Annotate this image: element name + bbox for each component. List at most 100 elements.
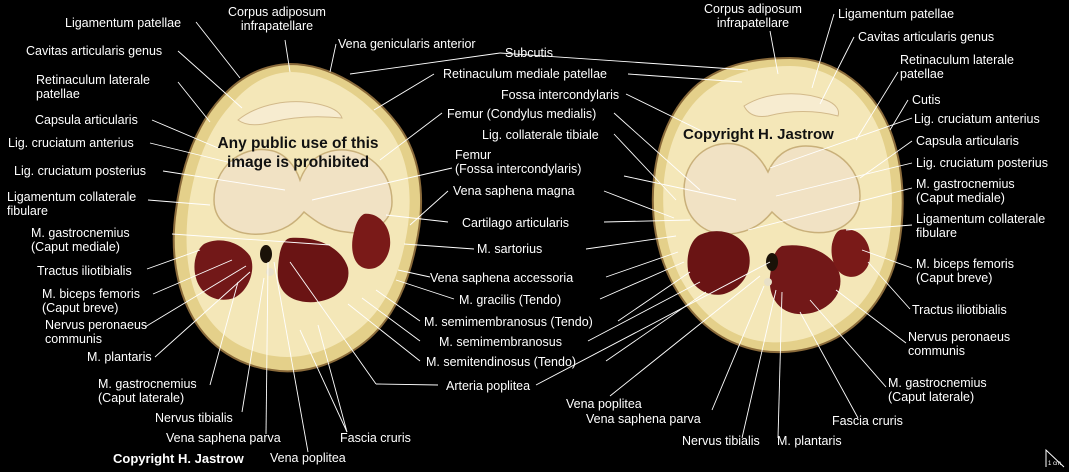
leader-line — [775, 162, 913, 197]
left-patella-groove — [237, 101, 343, 126]
leader-line — [171, 233, 331, 246]
leader-line — [329, 43, 337, 73]
leader-line — [375, 289, 421, 322]
leader-line — [769, 117, 913, 169]
label-lig-cruc-post-left: Lig. cruciatum posterius — [14, 164, 147, 178]
leader-line — [747, 187, 913, 231]
label-vena-poplitea-left: Vena poplitea — [270, 451, 346, 465]
leader-line — [289, 261, 377, 385]
leader-line — [177, 81, 211, 123]
leader-line — [861, 249, 913, 269]
leader-line — [299, 329, 348, 433]
leader-line — [375, 383, 439, 386]
label-lig-cruc-post-right: Lig. cruciatum posterius — [916, 156, 1049, 170]
leader-line — [379, 112, 443, 161]
right-nerve-tibialis — [764, 278, 772, 286]
leader-line — [284, 39, 291, 73]
label-fossa-intercondylaris: Fossa intercondylaris — [501, 88, 620, 102]
copyright-left: Copyright H. Jastrow — [113, 451, 244, 466]
label-plantaris-right: M. plantaris — [777, 434, 842, 448]
label-tractus-right: Tractus iliotibialis — [912, 303, 1007, 317]
left-muscle-medial — [277, 237, 349, 303]
leader-line — [741, 289, 777, 439]
leader-line — [835, 289, 907, 344]
left-femur-condyles — [213, 148, 393, 235]
label-gastro-med-right: M. gastrocnemius (Caput mediale) — [916, 177, 1015, 205]
label-vena-saph-acc: Vena saphena accessoria — [430, 271, 574, 285]
right-vessel-poplitea — [766, 253, 778, 271]
leader-line — [599, 261, 685, 300]
leader-line — [373, 73, 435, 111]
leader-line — [535, 261, 771, 386]
leader-line — [385, 214, 449, 223]
label-femur-fossa: Femur (Fossa intercondylaris) — [455, 148, 582, 176]
leader-line — [149, 142, 253, 169]
label-corpus-adiposum-left: Corpus adiposum infrapatellare — [228, 5, 326, 33]
label-retinaculum-mediale: Retinaculum mediale patellae — [443, 67, 607, 81]
leader-line — [154, 271, 251, 358]
right-knee-section — [651, 56, 904, 354]
leader-line — [499, 52, 749, 71]
label-nervus-peron-left: Nervus peronaeus communis — [45, 318, 148, 346]
leader-line — [195, 21, 241, 79]
leader-line — [613, 133, 677, 201]
leader-line — [144, 265, 247, 328]
right-patella-groove — [743, 93, 839, 117]
label-lig-coll-fib-left: Ligamentum collaterale fibulare — [7, 190, 137, 218]
label-semitend: M. semitendinosus (Tendo) — [426, 355, 577, 369]
leader-line — [819, 36, 855, 105]
leader-line — [603, 190, 675, 219]
leader-line — [777, 291, 783, 439]
label-cavitas-right: Cavitas articularis genus — [858, 30, 995, 44]
label-sartorius: M. sartorius — [477, 242, 543, 256]
label-biceps-right: M. biceps femoris (Caput breve) — [916, 257, 1014, 285]
leader-line — [627, 73, 743, 83]
leader-line — [361, 297, 421, 342]
label-lig-coll-fib-right: Ligamentum collaterale fibulare — [916, 212, 1046, 240]
label-vena-poplitea-right: Vena poplitea — [566, 397, 642, 411]
left-nerve-tibialis — [266, 268, 274, 276]
leader-line — [151, 119, 219, 149]
label-cavitas-left: Cavitas articularis genus — [26, 44, 163, 58]
leader-line — [605, 251, 679, 278]
label-plantaris-left: M. plantaris — [87, 350, 152, 364]
label-capsula-left: Capsula articularis — [35, 113, 138, 127]
leader-line — [397, 269, 431, 278]
label-cartilago: Cartilago articularis — [462, 216, 569, 230]
leader-line — [609, 275, 761, 397]
label-vena-saph-magna: Vena saphena magna — [453, 184, 575, 198]
label-lig-coll-tibiale: Lig. collaterale tibiale — [482, 128, 599, 142]
label-femur-condylus: Femur (Condylus medialis) — [447, 107, 597, 121]
leader-line — [311, 167, 453, 201]
label-nervus-tib-right: Nervus tibialis — [682, 434, 760, 448]
label-vena-saph-parva-left: Vena saphena parva — [166, 431, 281, 445]
copyright-right: Copyright H. Jastrow — [683, 126, 834, 143]
leader-line — [855, 71, 899, 141]
leader-line — [409, 190, 449, 226]
label-ligamentum-patellae-left: Ligamentum patellae — [65, 16, 182, 30]
label-gastro-lat-left: M. gastrocnemius (Caput laterale) — [98, 377, 197, 405]
label-retinaculum-laterale-right: Retinaculum laterale patellae — [900, 53, 1014, 81]
leader-line — [585, 235, 677, 250]
leader-line — [769, 30, 779, 75]
label-tractus-left: Tractus iliotibialis — [37, 264, 132, 278]
leader-line — [177, 50, 243, 109]
leader-line — [162, 170, 286, 191]
right-muscle-lateral — [769, 245, 841, 315]
leader-line — [625, 93, 721, 141]
leader-line — [209, 281, 239, 386]
leader-line — [147, 199, 211, 206]
left-knee-section — [172, 62, 423, 373]
label-ligamentum-patellae-right: Ligamentum patellae — [838, 7, 955, 21]
leader-line — [347, 303, 421, 362]
label-capsula-right: Capsula articularis — [916, 134, 1019, 148]
label-gastro-med-left: M. gastrocnemius (Caput mediale) — [31, 226, 130, 254]
leader-line — [811, 13, 835, 89]
leader-line — [146, 249, 201, 270]
label-corpus-adiposum-right: Corpus adiposum infrapatellare — [704, 2, 802, 30]
scale-bar-icon — [1045, 448, 1065, 468]
right-femur-condyles — [683, 142, 861, 235]
leader-line — [859, 140, 913, 179]
label-fascia-left: Fascia cruris — [340, 431, 411, 445]
